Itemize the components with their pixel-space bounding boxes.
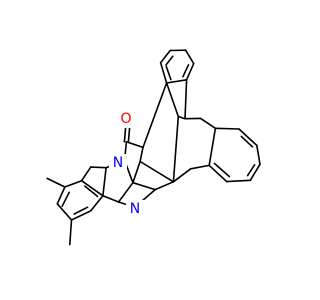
molecule-structure: O N N — [46, 49, 261, 246]
oxygen-atom: O — [120, 111, 131, 127]
ring-nitrogen-atom: N — [113, 155, 123, 171]
imine-nitrogen-atom: N — [130, 201, 140, 217]
bond-lines — [46, 49, 261, 246]
atom-labels: O N N — [109, 110, 144, 218]
